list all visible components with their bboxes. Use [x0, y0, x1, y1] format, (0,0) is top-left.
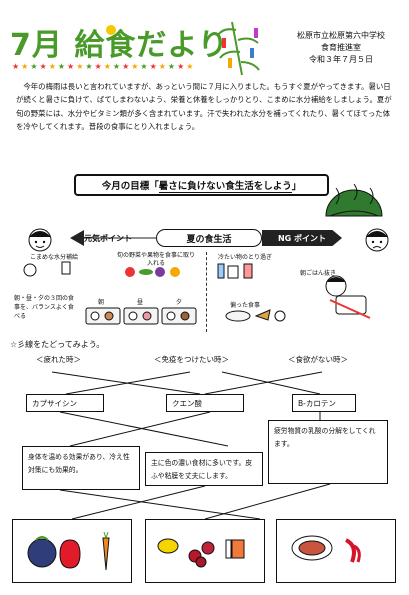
- department: 食育推進室: [321, 43, 361, 52]
- watermelon-icon: [325, 183, 383, 217]
- meal-label: 夕: [176, 299, 183, 306]
- star-decoration: ★★★★★★★★★★★★★★★★★★★★: [12, 62, 196, 71]
- lemon-plum-juice-icon: [157, 538, 245, 568]
- school-info: 松原市立松原第六中学校 食育推進室 令和３年７月５日: [286, 30, 396, 66]
- nutrient-box: クエン酸: [166, 394, 244, 412]
- food-box: [12, 519, 132, 583]
- chain-lines: [51, 371, 331, 520]
- meal-trays-icon: [85, 307, 197, 325]
- pumpkin-pepper-carrot-icon: [27, 531, 110, 571]
- ng-point-label: NG ポイント: [262, 230, 342, 246]
- state-label: ＜免疫をつけたい時＞: [154, 355, 229, 364]
- issue-date: 令和３年７月５日: [309, 55, 373, 64]
- student-icon: [28, 228, 52, 252]
- ng-item: 冷たい物のとり過ぎ: [218, 254, 273, 261]
- arrow-left-icon: [70, 230, 84, 246]
- food-box: [145, 519, 265, 583]
- food-box: [276, 519, 396, 583]
- sun-face-icon: [106, 25, 116, 35]
- good-item: 旬の野菜や果物を食事に取り入れる: [116, 252, 195, 267]
- school-name: 松原市立松原第六中学校: [297, 31, 385, 40]
- effect-box: 身体を温める効果があり、冷え性対策にも効果的。: [22, 446, 140, 490]
- effect-box: 疲労物質の乳酸の分解をしてくれます。: [268, 420, 388, 484]
- good-item: 朝・昼・夕の３回の食事を、バランスよく食べる: [14, 295, 75, 320]
- goal-text: 暑さに負けない食生活をしよう: [158, 178, 292, 193]
- cold-drink-icon: [217, 263, 253, 279]
- meal-label: 朝: [98, 299, 105, 306]
- chain-title: ☆彡線をたどってみよう。: [10, 340, 105, 349]
- effect-box: 主に色の濃い食材に多いです。皮ふや粘膜を丈夫にします。: [145, 452, 263, 486]
- nutrient-box: B-カロテン: [292, 394, 356, 412]
- good-item: こまめな水分補給: [30, 254, 79, 261]
- meal-label: 昼: [137, 299, 144, 306]
- ng-item: 朝ごはん抜き: [300, 270, 337, 277]
- good-point-label: 元気ポイント: [84, 234, 132, 243]
- unbalanced-meal-icon: [225, 309, 286, 322]
- drink-icon: [23, 261, 71, 277]
- intro-paragraph: 今年の梅雨は長いと言われていますが、あっという間に７月に入りました。もうすぐ夏が…: [16, 82, 392, 132]
- monthly-goal: 今月の目標「暑さに負けない食生活をしよう」: [74, 174, 329, 196]
- diet-section-title: 夏の食生活: [156, 229, 262, 247]
- state-label: ＜疲れた時＞: [36, 355, 81, 364]
- page-title: 7月 給食だより: [10, 28, 229, 63]
- divider: [206, 252, 207, 332]
- student-sad-icon: [365, 228, 389, 252]
- dish-chili-icon: [291, 535, 361, 563]
- goal-suffix: 」: [291, 181, 302, 192]
- ng-item: 偏った食事: [230, 302, 261, 309]
- state-label: ＜食欲がない時＞: [288, 355, 348, 364]
- tanabata-icon: [217, 21, 260, 76]
- nutrient-box: カプサイシン: [26, 394, 104, 412]
- goal-prefix: 今月の目標「: [101, 181, 159, 192]
- vegetables-icon: [125, 267, 180, 277]
- skipping-breakfast-icon: [325, 275, 371, 319]
